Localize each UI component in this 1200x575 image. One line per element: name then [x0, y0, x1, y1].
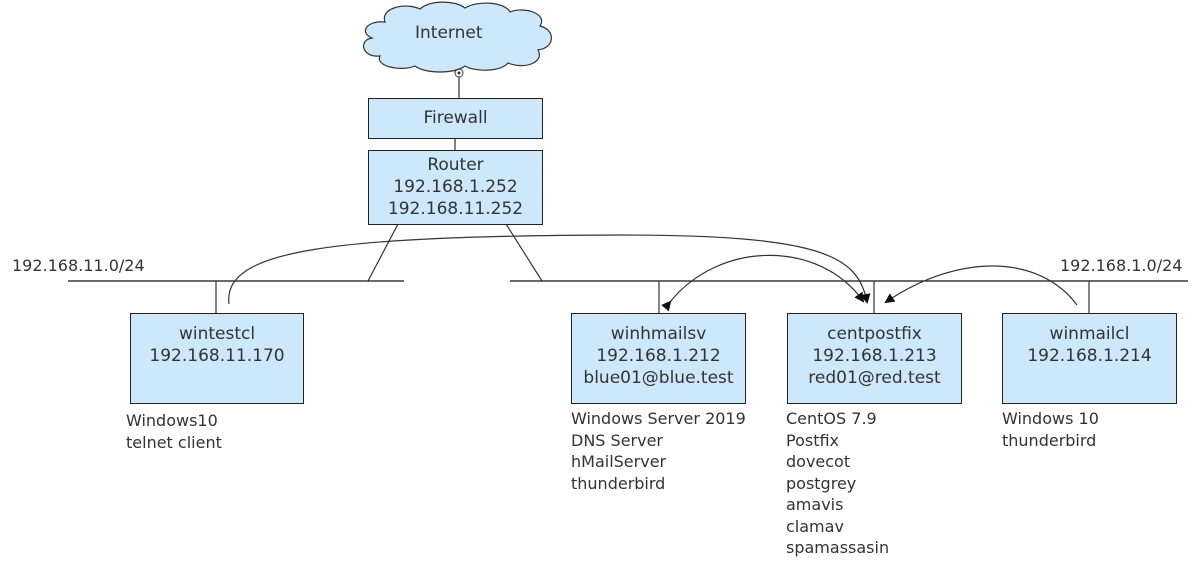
note-line: CentOS 7.9: [786, 409, 877, 428]
network-label-left: 192.168.11.0/24: [12, 256, 145, 275]
note-line: telnet client: [126, 432, 222, 452]
note-line: spamassasin: [786, 538, 890, 557]
notes-centpostfix: CentOS 7.9 Postfix dovecot postgrey amav…: [786, 408, 889, 559]
notes-wintestcl: Windows10 telnet client: [126, 410, 222, 453]
firewall-label: Firewall: [423, 108, 488, 128]
note-line: thunderbird: [1002, 430, 1097, 450]
note-line: dovecot: [786, 452, 851, 471]
wire-router-right-net: [505, 223, 543, 282]
host-winhmailsv: winhmailsv 192.168.1.212 blue01@blue.tes…: [571, 313, 746, 404]
host-name: winhmailsv: [610, 324, 707, 344]
note-line: thunderbird: [571, 473, 666, 493]
host-centpostfix: centpostfix 192.168.1.213 red01@red.test: [787, 313, 962, 404]
internet-cloud-icon: [363, 1, 552, 73]
notes-winhmailsv: Windows Server 2019 DNS Server hMailServ…: [571, 408, 746, 494]
note-line: hMailServer: [571, 452, 667, 471]
note-line: clamav: [786, 516, 844, 536]
note-line: amavis: [786, 495, 844, 514]
router-node: Router 192.168.1.252 192.168.11.252: [368, 150, 543, 225]
note-line: postgrey: [786, 473, 857, 493]
note-line: Windows 10: [1002, 409, 1099, 428]
firewall-node: Firewall: [368, 98, 543, 139]
host-ip: 192.168.1.213: [812, 346, 937, 366]
flow-wintestcl-centpostfix: [228, 234, 871, 305]
router-name: Router: [427, 155, 484, 175]
router-ip-2: 192.168.11.252: [387, 199, 524, 219]
wire-router-left-net: [367, 223, 399, 282]
host-name: wintestcl: [178, 324, 256, 344]
host-winmailcl: winmailcl 192.168.1.214: [1002, 313, 1177, 404]
host-email: blue01@blue.test: [583, 368, 734, 388]
network-label-right: 192.168.1.0/24: [1060, 256, 1183, 275]
note-line: Windows Server 2019: [571, 409, 746, 428]
flow-winmailcl-centpostfix: [884, 265, 1078, 306]
host-name: centpostfix: [827, 324, 922, 344]
host-wintestcl: wintestcl 192.168.11.170: [130, 313, 304, 404]
router-ip-1: 192.168.1.252: [393, 177, 518, 197]
note-line: Windows10: [126, 411, 218, 430]
flow-winhmailsv-centpostfix: [661, 254, 865, 312]
host-email: red01@red.test: [808, 368, 941, 388]
host-ip: 192.168.1.214: [1027, 346, 1152, 366]
host-ip: 192.168.11.170: [149, 346, 285, 366]
host-name: winmailcl: [1049, 324, 1130, 344]
note-line: Postfix: [786, 430, 840, 450]
notes-winmailcl: Windows 10 thunderbird: [1002, 408, 1099, 451]
note-line: DNS Server: [571, 430, 663, 450]
internet-label: Internet: [415, 23, 483, 43]
host-ip: 192.168.1.212: [596, 346, 721, 366]
